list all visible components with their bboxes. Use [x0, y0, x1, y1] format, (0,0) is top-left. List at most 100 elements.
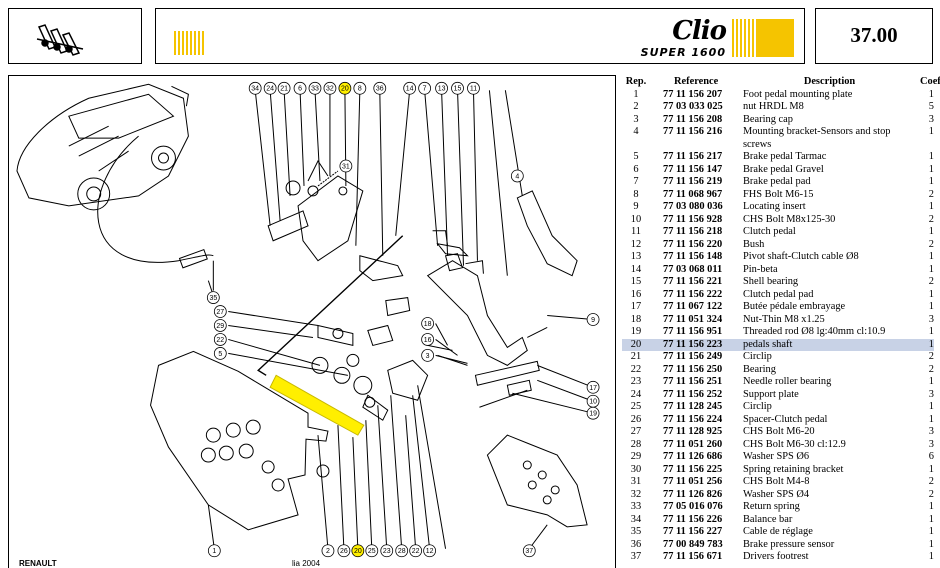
callout-8: 8	[353, 81, 367, 95]
cell-rep: 17	[630, 301, 642, 312]
cell-rep: 3	[633, 113, 639, 125]
cell-reference: 77 11 051 256	[663, 476, 723, 487]
cell-reference: 77 11 068 967	[663, 188, 723, 200]
cell-coef: 1	[928, 326, 934, 337]
cell-coef: 1	[928, 226, 934, 237]
cell-reference: 77 03 068 011	[663, 263, 723, 275]
callout-23: 23	[380, 544, 394, 558]
cell-description: Brake pedal pad	[743, 176, 811, 187]
callout-37: 37	[522, 544, 536, 558]
cell-coef: 1	[920, 338, 934, 351]
cell-coef: 2	[928, 351, 934, 362]
callout-34: 34	[248, 81, 262, 95]
cell-reference: 77 11 156 226	[663, 513, 723, 525]
cell-reference: 77 11 156 207	[663, 88, 723, 100]
cell-coef: 1	[928, 288, 934, 300]
drivers-footrest	[486, 434, 588, 528]
callout-25: 25	[365, 544, 379, 558]
cell-reference: 77 11 156 218	[663, 226, 723, 237]
cell-rep: 2	[633, 101, 639, 112]
table-row[interactable]: screws	[622, 139, 934, 152]
callout-14: 14	[403, 81, 417, 95]
cell-coef: 3	[928, 313, 934, 325]
cell-description: Clutch pedal	[743, 226, 796, 237]
cell-reference: 77 11 156 928	[663, 213, 723, 225]
cell-coef: 1	[928, 176, 934, 187]
callout-label: 7	[423, 86, 427, 93]
cell-reference: 77 11 156 251	[663, 376, 723, 387]
callout-label: 17	[589, 385, 597, 392]
parts-table-header: Rep. Reference Description Coef	[622, 76, 940, 89]
callout-24: 24	[263, 81, 277, 95]
cell-description: FHS Bolt M6-15	[743, 188, 814, 200]
callout-label: 22	[216, 337, 224, 344]
cell-rep: 36	[630, 538, 642, 550]
callout-5: 5	[213, 347, 227, 360]
cell-description: Threaded rod Ø8 lg:40mm cl:10.9	[743, 326, 886, 337]
cell-rep: 6	[633, 163, 639, 175]
cell-reference: 77 11 156 224	[663, 413, 723, 425]
callout-22: 22	[213, 333, 227, 346]
cell-rep: 28	[630, 438, 642, 450]
callout-29: 29	[213, 319, 227, 332]
cell-reference: 77 11 156 227	[663, 526, 723, 537]
cell-reference: 77 11 051 260	[663, 438, 723, 450]
callout-label: 5	[218, 351, 222, 358]
cell-description: Brake pedal Tarmac	[743, 151, 827, 162]
cell-coef: 1	[928, 151, 934, 162]
cell-rep: 34	[630, 513, 642, 525]
cell-description: Butée pédale embrayage	[743, 301, 846, 312]
cell-reference: 77 11 128 245	[663, 401, 723, 412]
callout-4: 4	[510, 169, 524, 183]
cell-description: CHS Bolt M8x125-30	[743, 213, 836, 225]
cell-rep: 31	[630, 476, 642, 487]
callout-label: 12	[426, 548, 434, 555]
cell-rep: 22	[630, 363, 642, 375]
cell-rep: 5	[633, 151, 639, 162]
callout-label: 10	[589, 399, 597, 406]
cell-description: Brake pedal Gravel	[743, 163, 824, 175]
callout-label: 26	[340, 548, 348, 555]
cell-coef: 1	[928, 301, 934, 312]
callout-label: 6	[298, 86, 302, 93]
header-reference: Reference	[674, 76, 719, 87]
cell-rep: 23	[630, 376, 642, 387]
